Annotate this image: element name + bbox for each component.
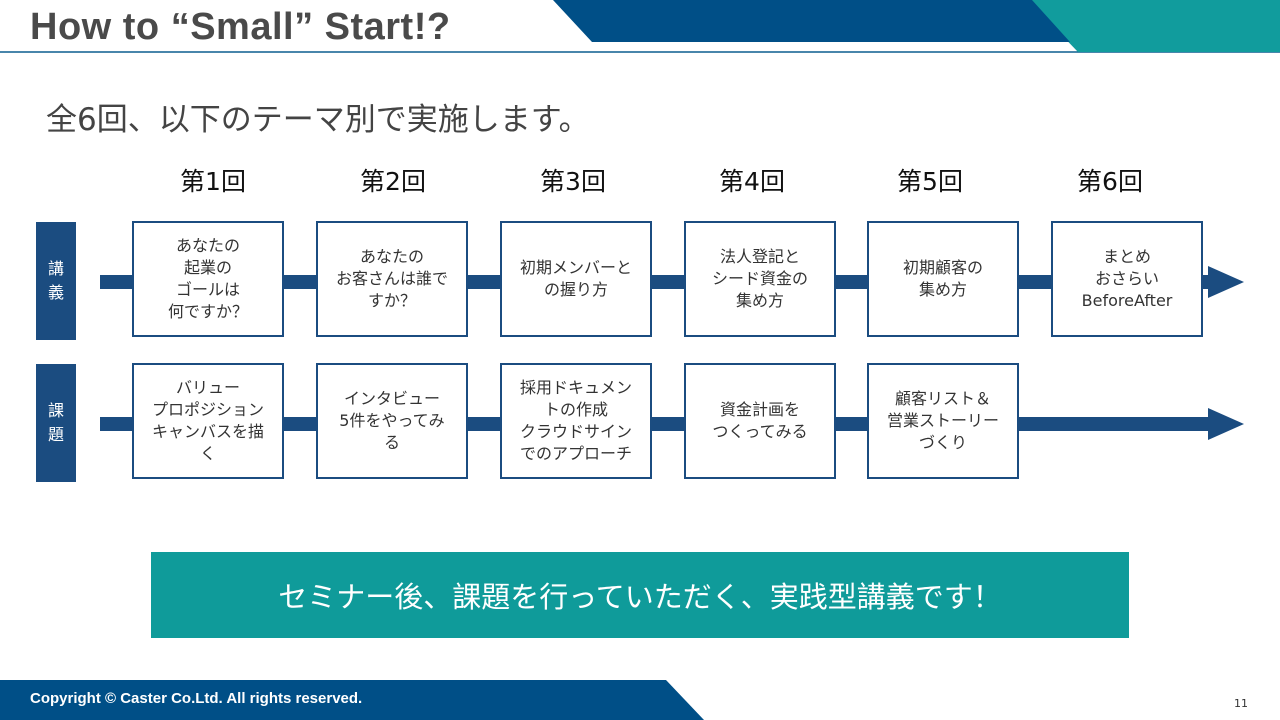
assignment-box-4: 資金計画を つくってみる	[684, 363, 836, 479]
header-teal-band	[1028, 0, 1280, 52]
assignment-box-4-text: 資金計画を つくってみる	[712, 400, 808, 441]
page-number: 11	[1234, 697, 1248, 710]
session-header-4: 第4回	[719, 167, 785, 196]
page-title: How to “Small” Start!?	[30, 6, 451, 48]
page-subtitle: 全6回、以下のテーマ別で実施します。	[46, 102, 590, 138]
session-header-2: 第2回	[360, 167, 426, 196]
row-label-lecture: 講 義	[36, 222, 76, 340]
assignment-box-2: インタビュー 5件をやってみ る	[316, 363, 468, 479]
session-header-1: 第1回	[180, 167, 246, 196]
session-header-6: 第6回	[1077, 167, 1143, 196]
assignment-box-5-text: 顧客リスト＆ 営業ストーリー づくり	[886, 389, 999, 452]
lecture-box-5-text: 初期顧客の 集め方	[902, 258, 983, 299]
lecture-box-1: あなたの 起業の ゴールは 何ですか？	[132, 221, 284, 337]
lecture-box-2-text: あなたの お客さんは誰で すか？	[335, 247, 448, 310]
lecture-box-3: 初期メンバーと の握り方	[500, 221, 652, 337]
footer-navy-band	[0, 680, 704, 720]
lecture-box-2: あなたの お客さんは誰で すか？	[316, 221, 468, 337]
lecture-box-4-text: 法人登記と シード資金の 集め方	[711, 247, 808, 310]
header-decoration	[0, 0, 1280, 53]
summary-banner: セミナー後、課題を行っていただく、実践型講義です！	[151, 552, 1129, 638]
lecture-box-5: 初期顧客の 集め方	[867, 221, 1019, 337]
lecture-box-6: まとめ おさらい BeforeAfter	[1051, 221, 1203, 337]
row-label-assignment-text: 課 題	[47, 401, 64, 444]
lecture-box-6-text: まとめ おさらい BeforeAfter	[1081, 247, 1173, 310]
assignment-box-3: 採用ドキュメン トの作成 クラウドサイン でのアプローチ	[500, 363, 652, 479]
session-headers: 第1回 第2回 第3回 第4回 第5回 第6回	[0, 162, 1280, 202]
lecture-box-1-text: あなたの 起業の ゴールは 何ですか？	[167, 236, 248, 321]
assignment-box-1-text: バリュー プロポジション キャンバスを描 く	[151, 378, 264, 463]
assignment-box-1: バリュー プロポジション キャンバスを描 く	[132, 363, 284, 479]
assignment-box-3-text: 採用ドキュメン トの作成 クラウドサイン でのアプローチ	[519, 378, 632, 463]
session-header-5: 第5回	[897, 167, 963, 196]
summary-banner-text: セミナー後、課題を行っていただく、実践型講義です！	[278, 580, 1002, 614]
row-label-assignment: 課 題	[36, 364, 76, 482]
assignment-box-2-text: インタビュー 5件をやってみ る	[339, 389, 445, 452]
row-label-lecture-text: 講 義	[47, 259, 64, 302]
footer-copyright: Copyright © Caster Co.Ltd. All rights re…	[30, 690, 363, 707]
assignment-arrow-head	[1208, 408, 1244, 440]
lecture-box-3-text: 初期メンバーと の握り方	[519, 258, 632, 299]
session-header-3: 第3回	[540, 167, 606, 196]
lecture-box-4: 法人登記と シード資金の 集め方	[684, 221, 836, 337]
lecture-arrow-head	[1208, 266, 1244, 298]
header-navy-band	[553, 0, 1070, 42]
assignment-box-5: 顧客リスト＆ 営業ストーリー づくり	[867, 363, 1019, 479]
